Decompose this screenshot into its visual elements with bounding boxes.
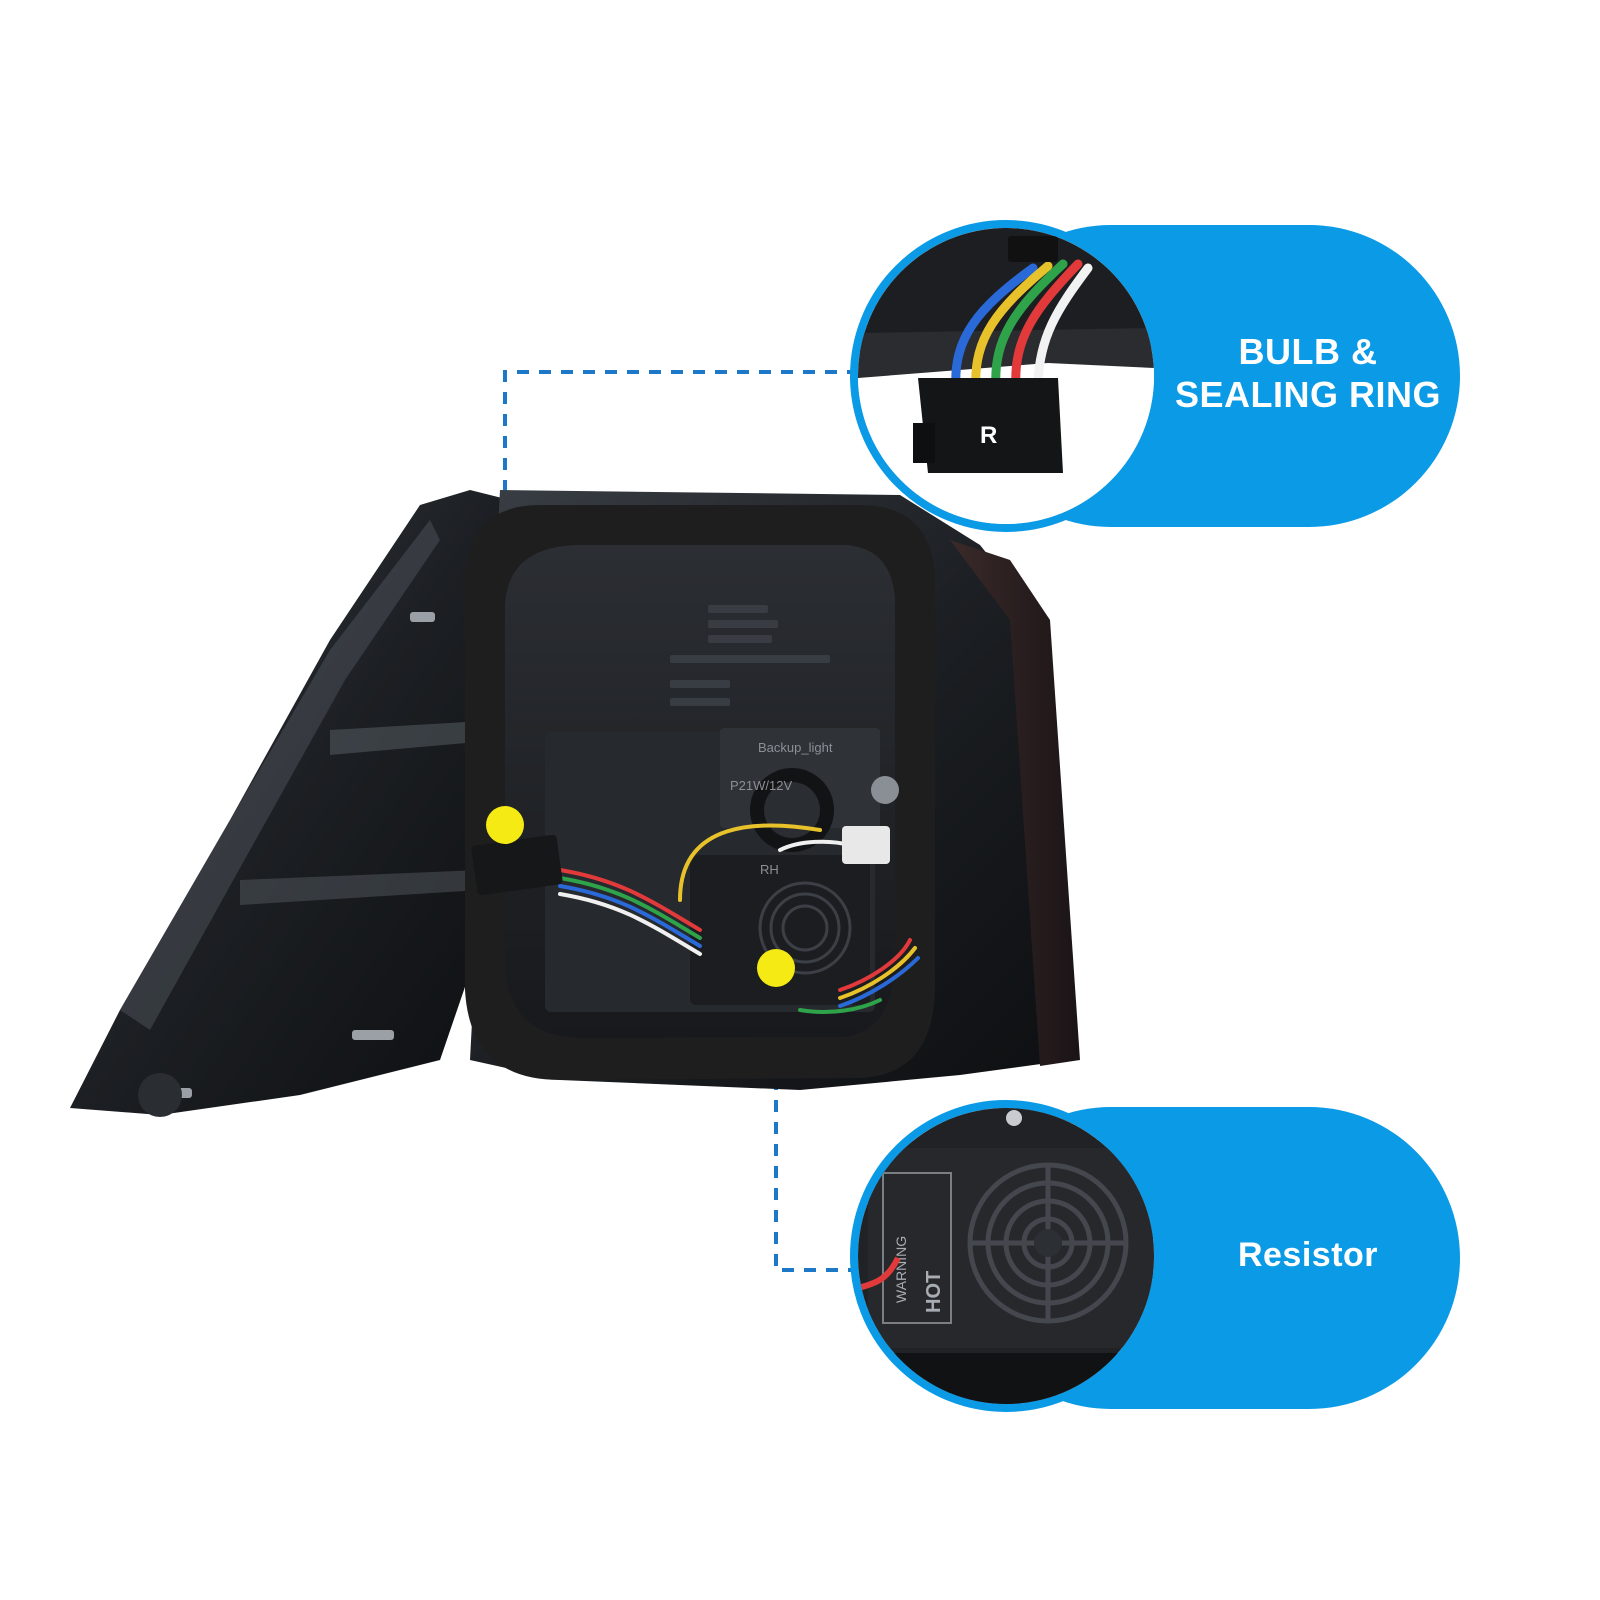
side-mark-text: RH [760,862,779,877]
hot-text: HOT [923,1271,945,1313]
connector-closeup-image: R [858,228,1154,524]
resistor-inset: WARNING HOT [850,1100,1162,1412]
resistor-closeup-image: WARNING HOT [858,1108,1154,1404]
bulb-marker [486,806,524,844]
warning-text: WARNING [893,1236,909,1303]
connector-letter: R [980,422,997,449]
backup-label-text: Backup_light [758,740,833,755]
bulb-callout-label: BULB & SEALING RING [1174,331,1441,415]
bulb-connector-inset: R [850,220,1162,532]
leader-line-resistor [774,968,858,1272]
resistor-marker [757,949,795,987]
bulb-rating-text: P21W/12V [730,778,792,793]
resistor-callout-label: Resistor [1237,1236,1379,1274]
